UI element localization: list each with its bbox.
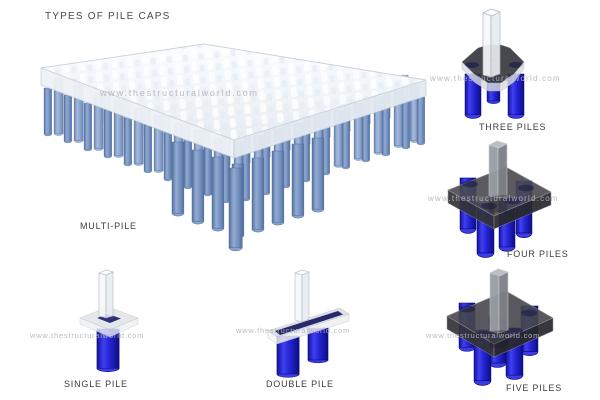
watermark: www.thestructuralworld.com <box>236 326 351 335</box>
watermark: www.thestructuralworld.com <box>430 74 561 83</box>
single-pile-column <box>98 269 114 319</box>
four-piles-figure <box>447 140 552 258</box>
four-piles-column <box>488 140 508 213</box>
label-multi-pile: MULTI-PILE <box>80 221 137 231</box>
label-five-piles: FIVE PILES <box>506 383 563 393</box>
label-single-pile: SINGLE PILE <box>64 379 128 389</box>
label-four-piles: FOUR PILES <box>507 249 569 259</box>
watermark: www.thestructuralworld.com <box>100 88 259 98</box>
watermark: www.thestructuralworld.com <box>30 331 145 340</box>
single-pile-figure <box>79 269 139 373</box>
watermark: www.thestructuralworld.com <box>426 331 541 340</box>
label-double-pile: DOUBLE PILE <box>266 379 334 389</box>
page-title: TYPES OF PILE CAPS <box>45 11 171 22</box>
multi-pile-figure <box>40 43 427 252</box>
five-piles-figure <box>446 268 554 386</box>
watermark: www.thestructuralworld.com <box>428 194 559 203</box>
three-piles-column <box>482 8 501 78</box>
label-three-piles: THREE PILES <box>479 122 547 132</box>
double-pile-cap <box>267 307 350 345</box>
multi-pile-cap-slab <box>40 43 427 159</box>
double-pile-column <box>294 269 310 323</box>
double-pile-figure <box>267 269 350 378</box>
four-piles-cap <box>447 166 552 230</box>
five-piles-column <box>489 268 509 348</box>
three-piles-figure <box>461 8 525 119</box>
